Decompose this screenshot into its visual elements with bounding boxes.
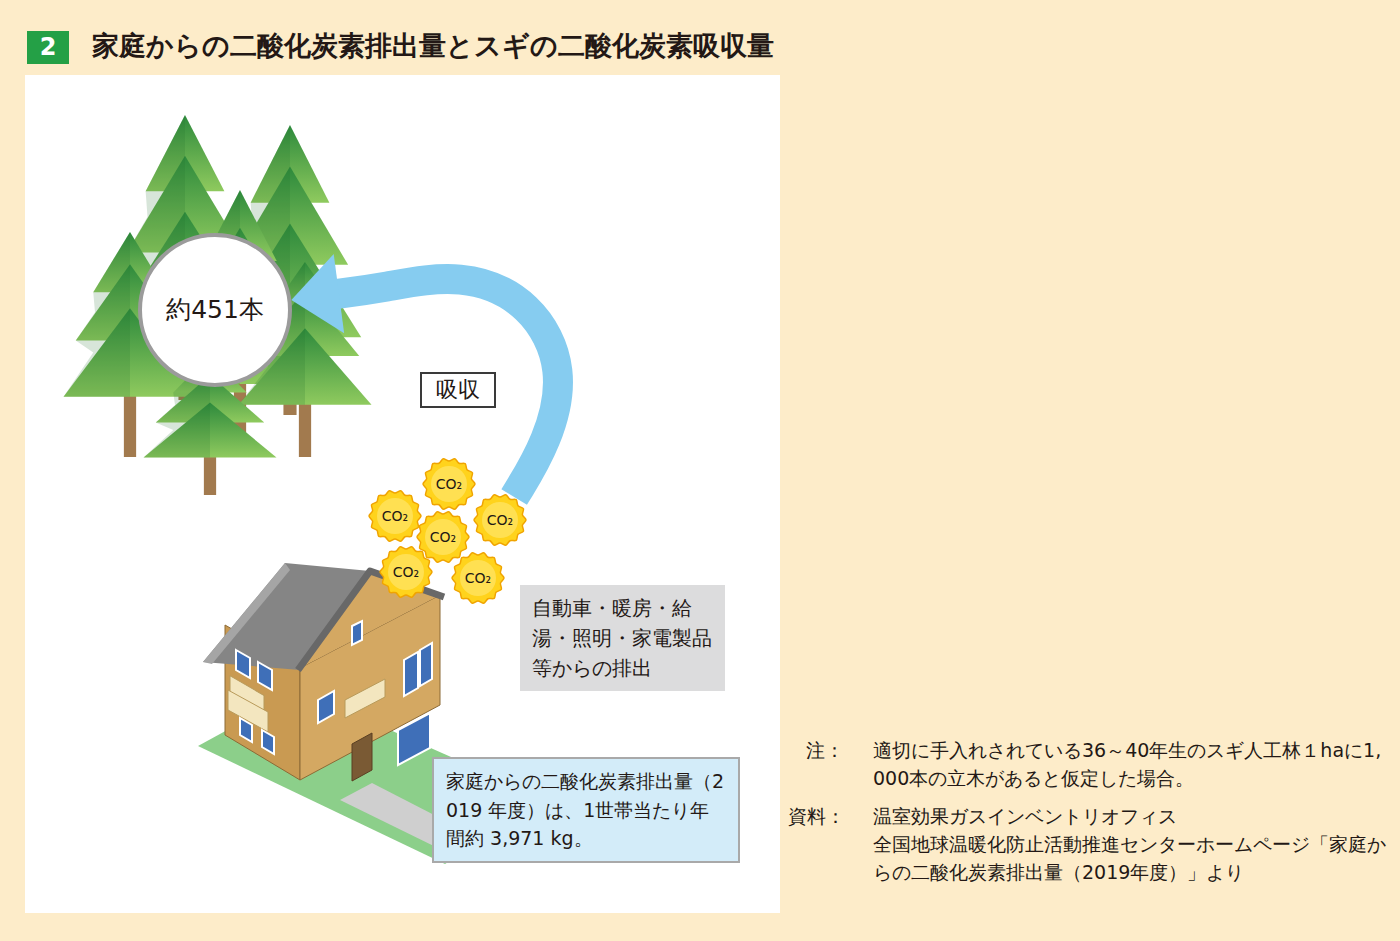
note-text: 温室効果ガスインベントリオフィス — [873, 803, 1393, 831]
info-box: 家庭からの二酸化炭素排出量（2019 年度）は、1世帯当たり年間約 3,971 … — [432, 757, 740, 863]
arrow-head — [291, 254, 344, 333]
co2-label: CO₂ — [465, 570, 491, 587]
co2-label: CO₂ — [436, 476, 462, 493]
note-text: 適切に手入れされている36～40年生のスギ人工林１haに1,000本の立木がある… — [873, 737, 1393, 792]
note-heading: 資料： — [788, 803, 845, 831]
figure-number: 2 — [27, 31, 69, 64]
co2-bubble: CO₂ — [451, 551, 505, 605]
note-text: 全国地球温暖化防止活動推進センターホームページ「家庭からの二酸化炭素排出量（20… — [873, 831, 1393, 886]
node-text: 吸収 — [428, 377, 488, 403]
co2-bubble: CO₂ — [379, 545, 433, 599]
cedar-trees — [64, 115, 372, 495]
emission-box: 自動車・暖房・給湯・照明・家電製品等からの排出 — [520, 585, 725, 691]
edge-group — [291, 254, 558, 497]
co2-bubble: CO₂ — [473, 493, 527, 547]
co2-label: CO₂ — [393, 564, 419, 581]
co2-label: CO₂ — [430, 529, 456, 546]
figure-title: 家庭からの二酸化炭素排出量とスギの二酸化炭素吸収量 — [92, 28, 774, 63]
co2-label: CO₂ — [487, 512, 513, 529]
node-text: 家庭からの二酸化炭素排出量（2019 年度）は、1世帯当たり年間約 3,971 … — [446, 767, 726, 853]
note-heading: 注： — [806, 737, 844, 765]
count-circle: 約451本 — [138, 233, 292, 387]
node-text: 約451本 — [166, 295, 264, 325]
node-text: 自動車・暖房・給湯・照明・家電製品等からの排出 — [532, 593, 713, 683]
co2-bubble: CO₂ — [422, 457, 476, 511]
label-box: 吸収 — [420, 372, 496, 408]
co2-bubble: CO₂ — [368, 489, 422, 543]
co2-label: CO₂ — [382, 508, 408, 525]
node-text: 2 — [40, 33, 57, 62]
